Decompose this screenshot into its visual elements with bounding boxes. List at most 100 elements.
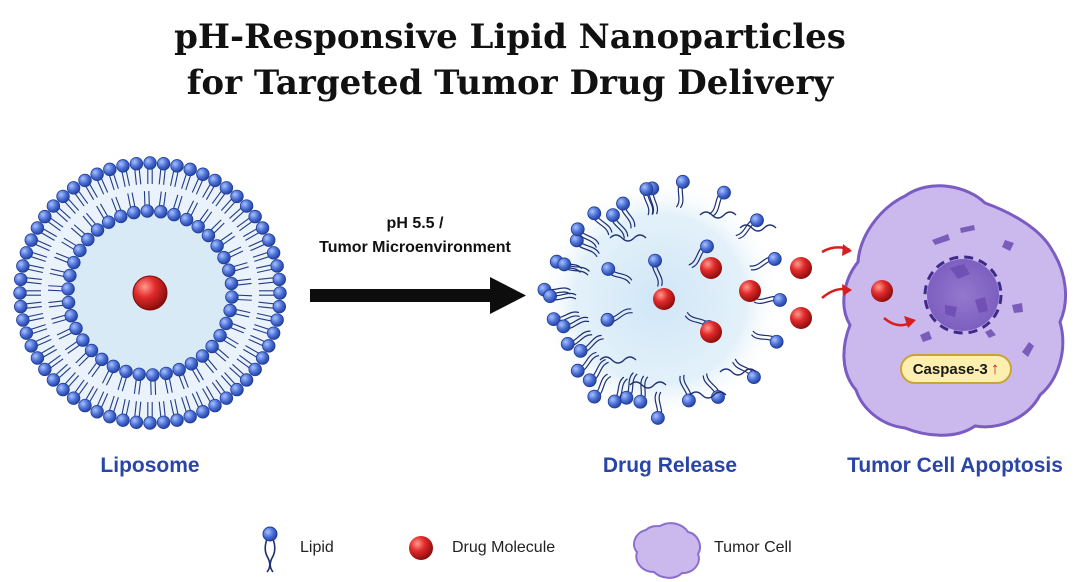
- lipid-head: [270, 259, 284, 273]
- lipid-tail-fragment: [599, 356, 637, 364]
- lipid-head: [81, 232, 95, 247]
- lipid-head: [101, 215, 116, 229]
- lipid-head: [76, 333, 90, 347]
- lipid-head: [146, 368, 160, 382]
- released-drug-molecule: [739, 280, 761, 302]
- lipid-head: [179, 212, 194, 227]
- lipid-head: [606, 208, 620, 223]
- liposome: [13, 156, 287, 430]
- lipid-head: [38, 362, 52, 377]
- lipid-head: [248, 362, 262, 377]
- transition-label-line-1: pH 5.5 /: [386, 215, 444, 232]
- legend-drug-molecule: Drug Molecule: [452, 528, 555, 568]
- lipid-head: [700, 239, 714, 254]
- transition-label-line-2: Tumor Microenvironment: [319, 239, 511, 256]
- lipid-head: [570, 222, 585, 237]
- lipid-head: [208, 173, 222, 188]
- lipid-tail-fragment: [739, 224, 777, 232]
- lipid-head: [546, 312, 561, 327]
- lipid-head: [69, 321, 83, 336]
- lipid-head: [73, 243, 87, 258]
- title-line-2: for Targeted Tumor Drug Delivery: [186, 63, 834, 103]
- lipid-tail-fragment: [689, 391, 727, 399]
- lipid-head: [19, 246, 34, 260]
- caption-liposome: Liposome: [100, 454, 200, 477]
- lipid-head: [208, 398, 222, 413]
- lipid-head: [84, 343, 99, 358]
- lipid-head: [106, 359, 121, 374]
- lipid-head: [46, 373, 61, 387]
- lipid-head: [717, 185, 731, 200]
- lipid-head: [119, 364, 133, 379]
- lipid-head: [747, 370, 761, 385]
- legend-lipid-label: Lipid: [300, 539, 334, 556]
- fragmented-nuclear-envelope: [923, 255, 1003, 335]
- lipid-head: [639, 182, 654, 196]
- lipid-head: [201, 228, 216, 243]
- lipid-head: [66, 181, 81, 195]
- lipid-head: [16, 259, 30, 273]
- lipid-head: [239, 199, 254, 213]
- disrupted-nanoparticle: [537, 174, 812, 425]
- lipid-head: [255, 351, 270, 365]
- released-drug-molecule: [790, 257, 812, 279]
- scattered-lipids: [537, 174, 787, 425]
- lipid-head: [103, 162, 117, 177]
- lipid-head: [230, 189, 244, 204]
- released-drug-molecule: [700, 257, 722, 279]
- lipid-head: [675, 174, 690, 189]
- lipid-head: [154, 205, 168, 219]
- lipid-head: [184, 357, 199, 371]
- legend-lipid: Lipid: [300, 528, 334, 568]
- lipid-head: [191, 219, 205, 234]
- lipid-head: [159, 366, 173, 381]
- lipid-head: [24, 339, 38, 353]
- lipid-head: [769, 334, 784, 349]
- lipid-head: [543, 289, 557, 303]
- legend-lipid-icon: [262, 526, 278, 573]
- lipid-head: [19, 326, 34, 340]
- lipid-head: [266, 326, 281, 340]
- legend-tumor-cell-icon: [633, 522, 701, 579]
- caption-tumor-cell-apoptosis: Tumor Cell Apoptosis: [847, 454, 1063, 477]
- caspase-3-badge: Caspase-3 ↑: [900, 354, 1012, 384]
- legend-drug-icon: [409, 536, 433, 560]
- transition-label: pH 5.5 / Tumor Microenvironment: [300, 212, 530, 260]
- lipid-head: [196, 167, 210, 181]
- lipid-head: [222, 263, 236, 277]
- lipid-head: [172, 362, 186, 377]
- lipid-head: [262, 339, 276, 353]
- lipid-head: [143, 416, 157, 430]
- lipid-head: [38, 209, 52, 224]
- lipid-head: [600, 312, 615, 327]
- lipid-head: [219, 391, 234, 405]
- lipid-head: [64, 309, 78, 323]
- upregulation-arrow-icon: ↑: [990, 359, 1000, 378]
- lipid-head: [195, 349, 210, 363]
- liposome-lipid-heads: [13, 156, 287, 430]
- lipid-head: [78, 173, 92, 188]
- lipid-head: [230, 382, 244, 397]
- lipid-head: [61, 282, 75, 296]
- lipid-head: [255, 221, 270, 235]
- lipid-head: [16, 313, 30, 327]
- legend-drug-label: Drug Molecule: [452, 539, 556, 556]
- lipid-head: [773, 293, 787, 307]
- lipid-head: [219, 316, 233, 331]
- lipid-head: [616, 196, 630, 211]
- lipid-head: [46, 199, 61, 213]
- lipid-head: [127, 205, 141, 220]
- lipid-head: [156, 415, 171, 429]
- legend-tumor-cell-label: Tumor Cell: [714, 539, 792, 556]
- lipid-head: [266, 246, 281, 260]
- transition-arrow: [310, 277, 526, 314]
- lipid-head: [114, 209, 128, 224]
- lipid-head: [205, 339, 219, 354]
- lipid-head: [30, 221, 45, 235]
- released-drug-molecule: [653, 288, 675, 310]
- lipid-head: [633, 394, 648, 409]
- lipid-head: [156, 157, 171, 171]
- lipid-head: [224, 276, 239, 291]
- diagram-title: pH-Responsive Lipid Nanoparticles for Ta…: [0, 14, 1020, 106]
- lipid-head: [650, 411, 665, 425]
